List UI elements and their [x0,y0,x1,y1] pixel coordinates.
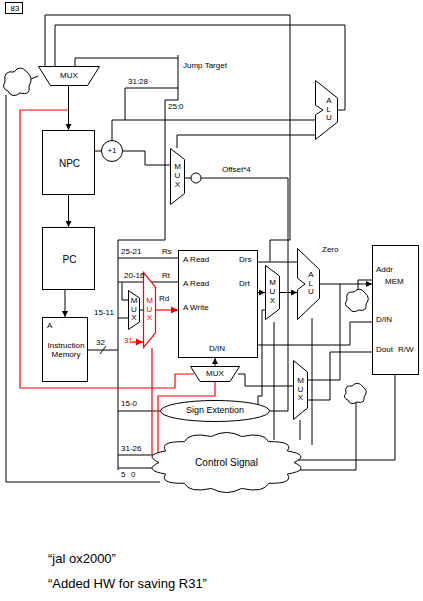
reg-dst-mux-shape [129,291,140,330]
node-text: M U X [269,279,277,305]
control-unit: Control Signal [148,430,305,495]
signal-label: 0 [131,471,135,480]
alu-src-mux-shape [266,266,280,320]
npc-register: NPC [42,130,95,195]
node-text: M U X [146,297,154,323]
node-text: PC [63,254,77,265]
signal-label: 25-21 [121,248,141,257]
signal-label: Rt [162,272,170,281]
alu-src-mux: M U X [265,265,280,320]
signal-connector [215,358,216,366]
shift-symbol [191,173,201,183]
signal-label: Rd [159,295,169,304]
pc-mux-shape [39,67,100,86]
caption-text: “jal ox2000” [48,552,116,566]
control-cloud [4,68,32,96]
register-file: A ReadDrsA ReadDrtA WriteD/IN [178,250,258,358]
pc-mux: MUX [38,66,100,86]
mem-to-reg-mux-shape [294,361,308,420]
signal-connector [156,309,178,310]
signal-connector [68,86,69,130]
reg-dst-mux: M U X [128,290,140,330]
node-text: Sign Extention [186,406,244,416]
signal-connector [280,292,297,293]
signal-label: Jump Target [183,62,227,71]
instruction-memory: A Instruction Memory [42,317,88,382]
signal-label: 5 [121,471,125,480]
increment-circle-shape [102,141,123,162]
node-text: M U X [297,377,305,403]
node-text: A Read [183,256,209,265]
signal-connector [68,195,69,227]
write-data-mux: MUX [190,366,240,382]
write-data-mux-shape [191,367,240,382]
added-r31-mux: M U X [143,272,156,348]
node-text: D/IN [376,316,392,325]
node-text: A Write [183,304,209,313]
signal-connector [320,284,372,285]
signal-label: 15-0 [121,400,137,409]
signal-label: 20-16 [124,272,144,281]
control-unit-shape [152,432,301,492]
added-r31-mux-shape [144,273,156,348]
control-cloud [344,383,366,403]
node-text: A L U [325,97,333,123]
signal-label: 31 [124,337,133,346]
branch-adder-outline [315,80,338,140]
node-text: Drs [239,256,251,265]
node-text: MUX [60,72,78,81]
node-text: Drt [239,280,250,289]
node-text: MEM [385,278,404,287]
signal-label: 31-26 [121,445,141,454]
pc-register: PC [42,227,95,290]
node-text: M U X [130,297,138,323]
node-text: A Read [183,280,209,289]
node-text: M U X [174,163,182,189]
caption-text: “Added HW for saving R31” [48,577,207,591]
node-text: R/W [398,346,414,355]
branch-mux: M U X [170,148,185,205]
signal-label: 32 [96,339,105,348]
control-wires [6,76,395,482]
signal-connector [95,151,101,152]
node-text: A [47,322,52,331]
added-jal-wire [20,110,194,388]
node-text: 83 [11,5,20,14]
node-text: D/IN [209,345,225,354]
bus-width-slash [100,346,106,354]
main-alu: A L U [297,248,320,320]
node-text: NPC [59,158,80,169]
page-number-box: 83 [5,2,23,15]
node-text: MUX [206,370,224,379]
signal-label: Rs [162,248,172,257]
instruction-bus [88,240,178,470]
control-cloud [345,289,368,311]
signal-label: 31:28 [128,78,148,87]
branch-adder: A L U [315,80,338,140]
increment-circle: +1 [101,140,123,162]
signal-label: 15-11 [94,309,114,318]
node-text: Instruction Memory [45,342,87,360]
main-alu-shape [298,249,320,320]
signal-connector [65,290,66,317]
node-text: Control Signal [195,457,258,468]
signal-label: Zero [322,246,338,255]
main-alu-outline [297,248,320,320]
branch-adder-shape [316,81,338,140]
added-r31-arrow [132,341,143,342]
data-memory: AddrMEM D/IN Dout R/W [372,245,419,375]
branch-mux-shape [171,149,185,205]
signal-label: Offset*4 [222,166,251,175]
node-text: Addr [376,266,393,275]
sign-extension-shape [161,400,270,421]
node-text: A L U [307,271,315,297]
sign-extension: Sign Extention [160,400,270,422]
node-text: Dout [376,346,393,355]
signal-label: 25:0 [168,103,184,112]
signal-connector [140,310,143,311]
signal-connector [258,292,265,293]
mem-to-reg-mux: M U X [293,360,308,420]
node-text: +1 [107,147,116,156]
